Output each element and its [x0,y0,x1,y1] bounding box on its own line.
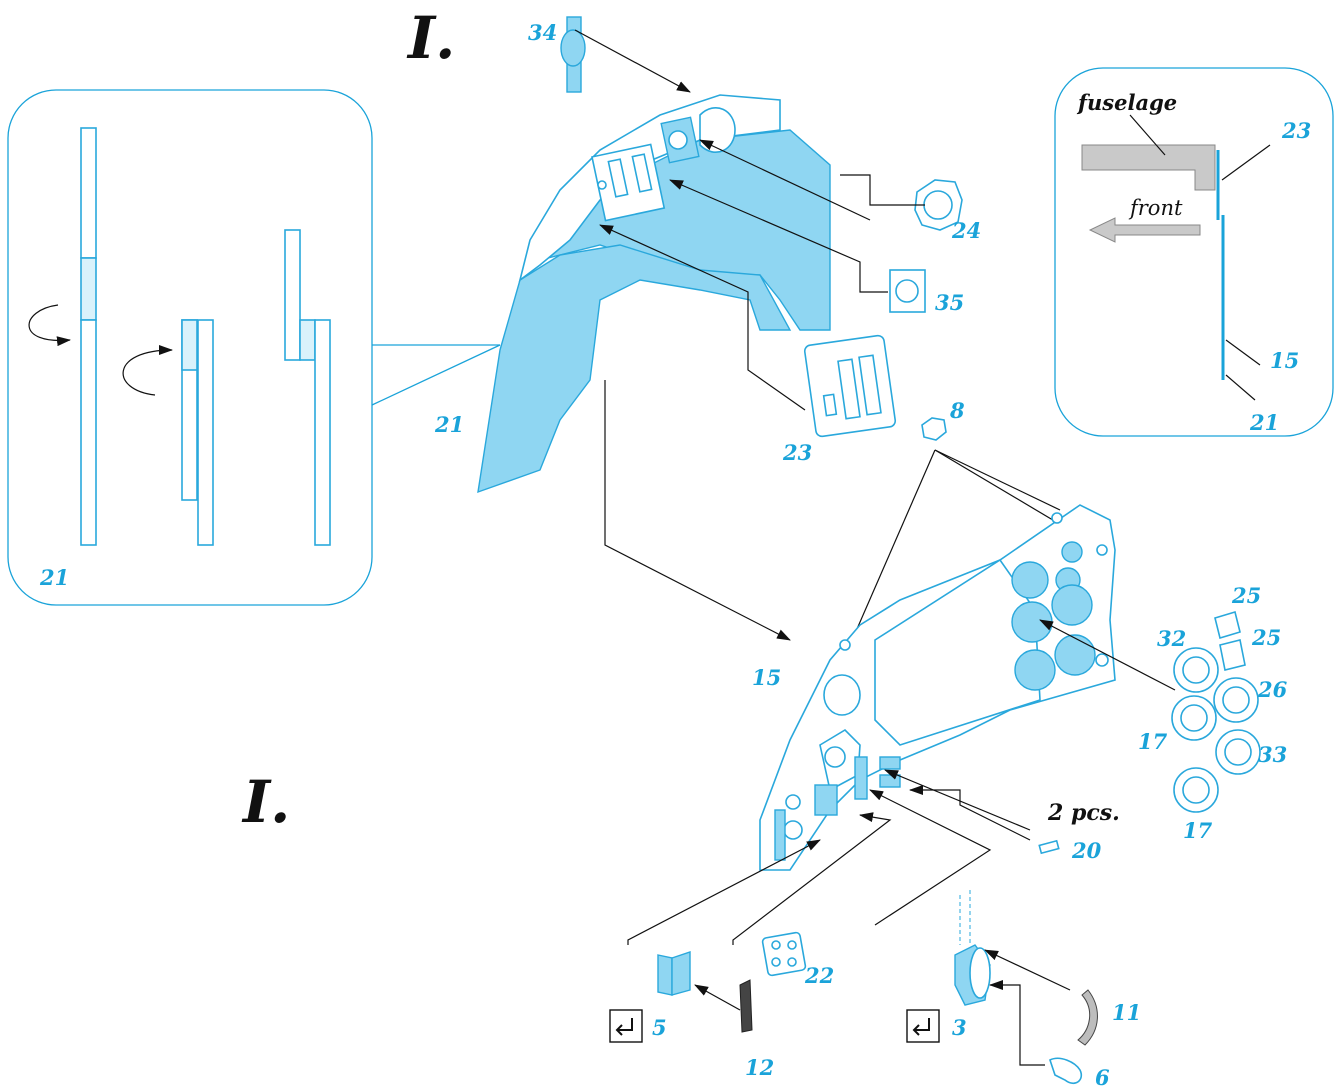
label-35: 35 [935,290,964,315]
ref-box-5 [609,1009,643,1043]
part-24 [914,179,963,231]
label-3: 3 [952,1015,967,1040]
label-20: 20 [1071,838,1102,863]
label-32: 32 [1157,626,1186,651]
label-23: 23 [782,440,812,465]
label-34: 34 [528,20,557,45]
part-12 [739,979,753,1033]
ref-box-3 [906,1009,940,1043]
gauge-bezels-group [1171,610,1261,813]
inset-label-23: 23 [1281,118,1311,143]
section-detail-inset [1054,67,1334,437]
label-24: 24 [951,218,981,243]
part-5-bracket [657,951,691,996]
label-11: 11 [1112,1000,1141,1025]
fold-detail-inset [7,89,501,606]
label-22: 22 [804,963,834,988]
qty-note: 2 pcs. [1047,800,1120,826]
step-mark-bottom: I. [241,768,290,836]
part-6 [1049,1057,1083,1085]
part-34 [560,16,586,93]
fuselage-label: fuselage [1076,90,1177,115]
part-22 [761,931,807,977]
part-23 [803,334,897,438]
part-21-panel [477,94,831,494]
part-11 [1077,989,1098,1046]
inset-label-21-left: 21 [39,565,69,590]
label-17a: 17 [1138,729,1168,754]
inset-label-21-right: 21 [1249,410,1279,435]
label-33: 33 [1258,742,1287,767]
label-6: 6 [1095,1065,1110,1090]
part-3-assembly [954,890,991,1006]
part-15-instrument-panel [759,504,1116,871]
label-5: 5 [652,1015,667,1040]
label-25a: 25 [1231,583,1261,608]
label-12: 12 [745,1055,774,1080]
part-8 [921,417,947,441]
label-25b: 25 [1251,625,1281,650]
label-17b: 17 [1183,818,1213,843]
inset-label-15: 15 [1270,348,1299,373]
part-20 [1038,839,1060,855]
label-8: 8 [949,398,965,423]
step-mark-top: I. [406,4,455,72]
label-21: 21 [434,412,464,437]
front-label: front [1128,196,1183,220]
label-15: 15 [752,665,781,690]
label-26: 26 [1257,677,1288,702]
part-35 [889,269,926,313]
